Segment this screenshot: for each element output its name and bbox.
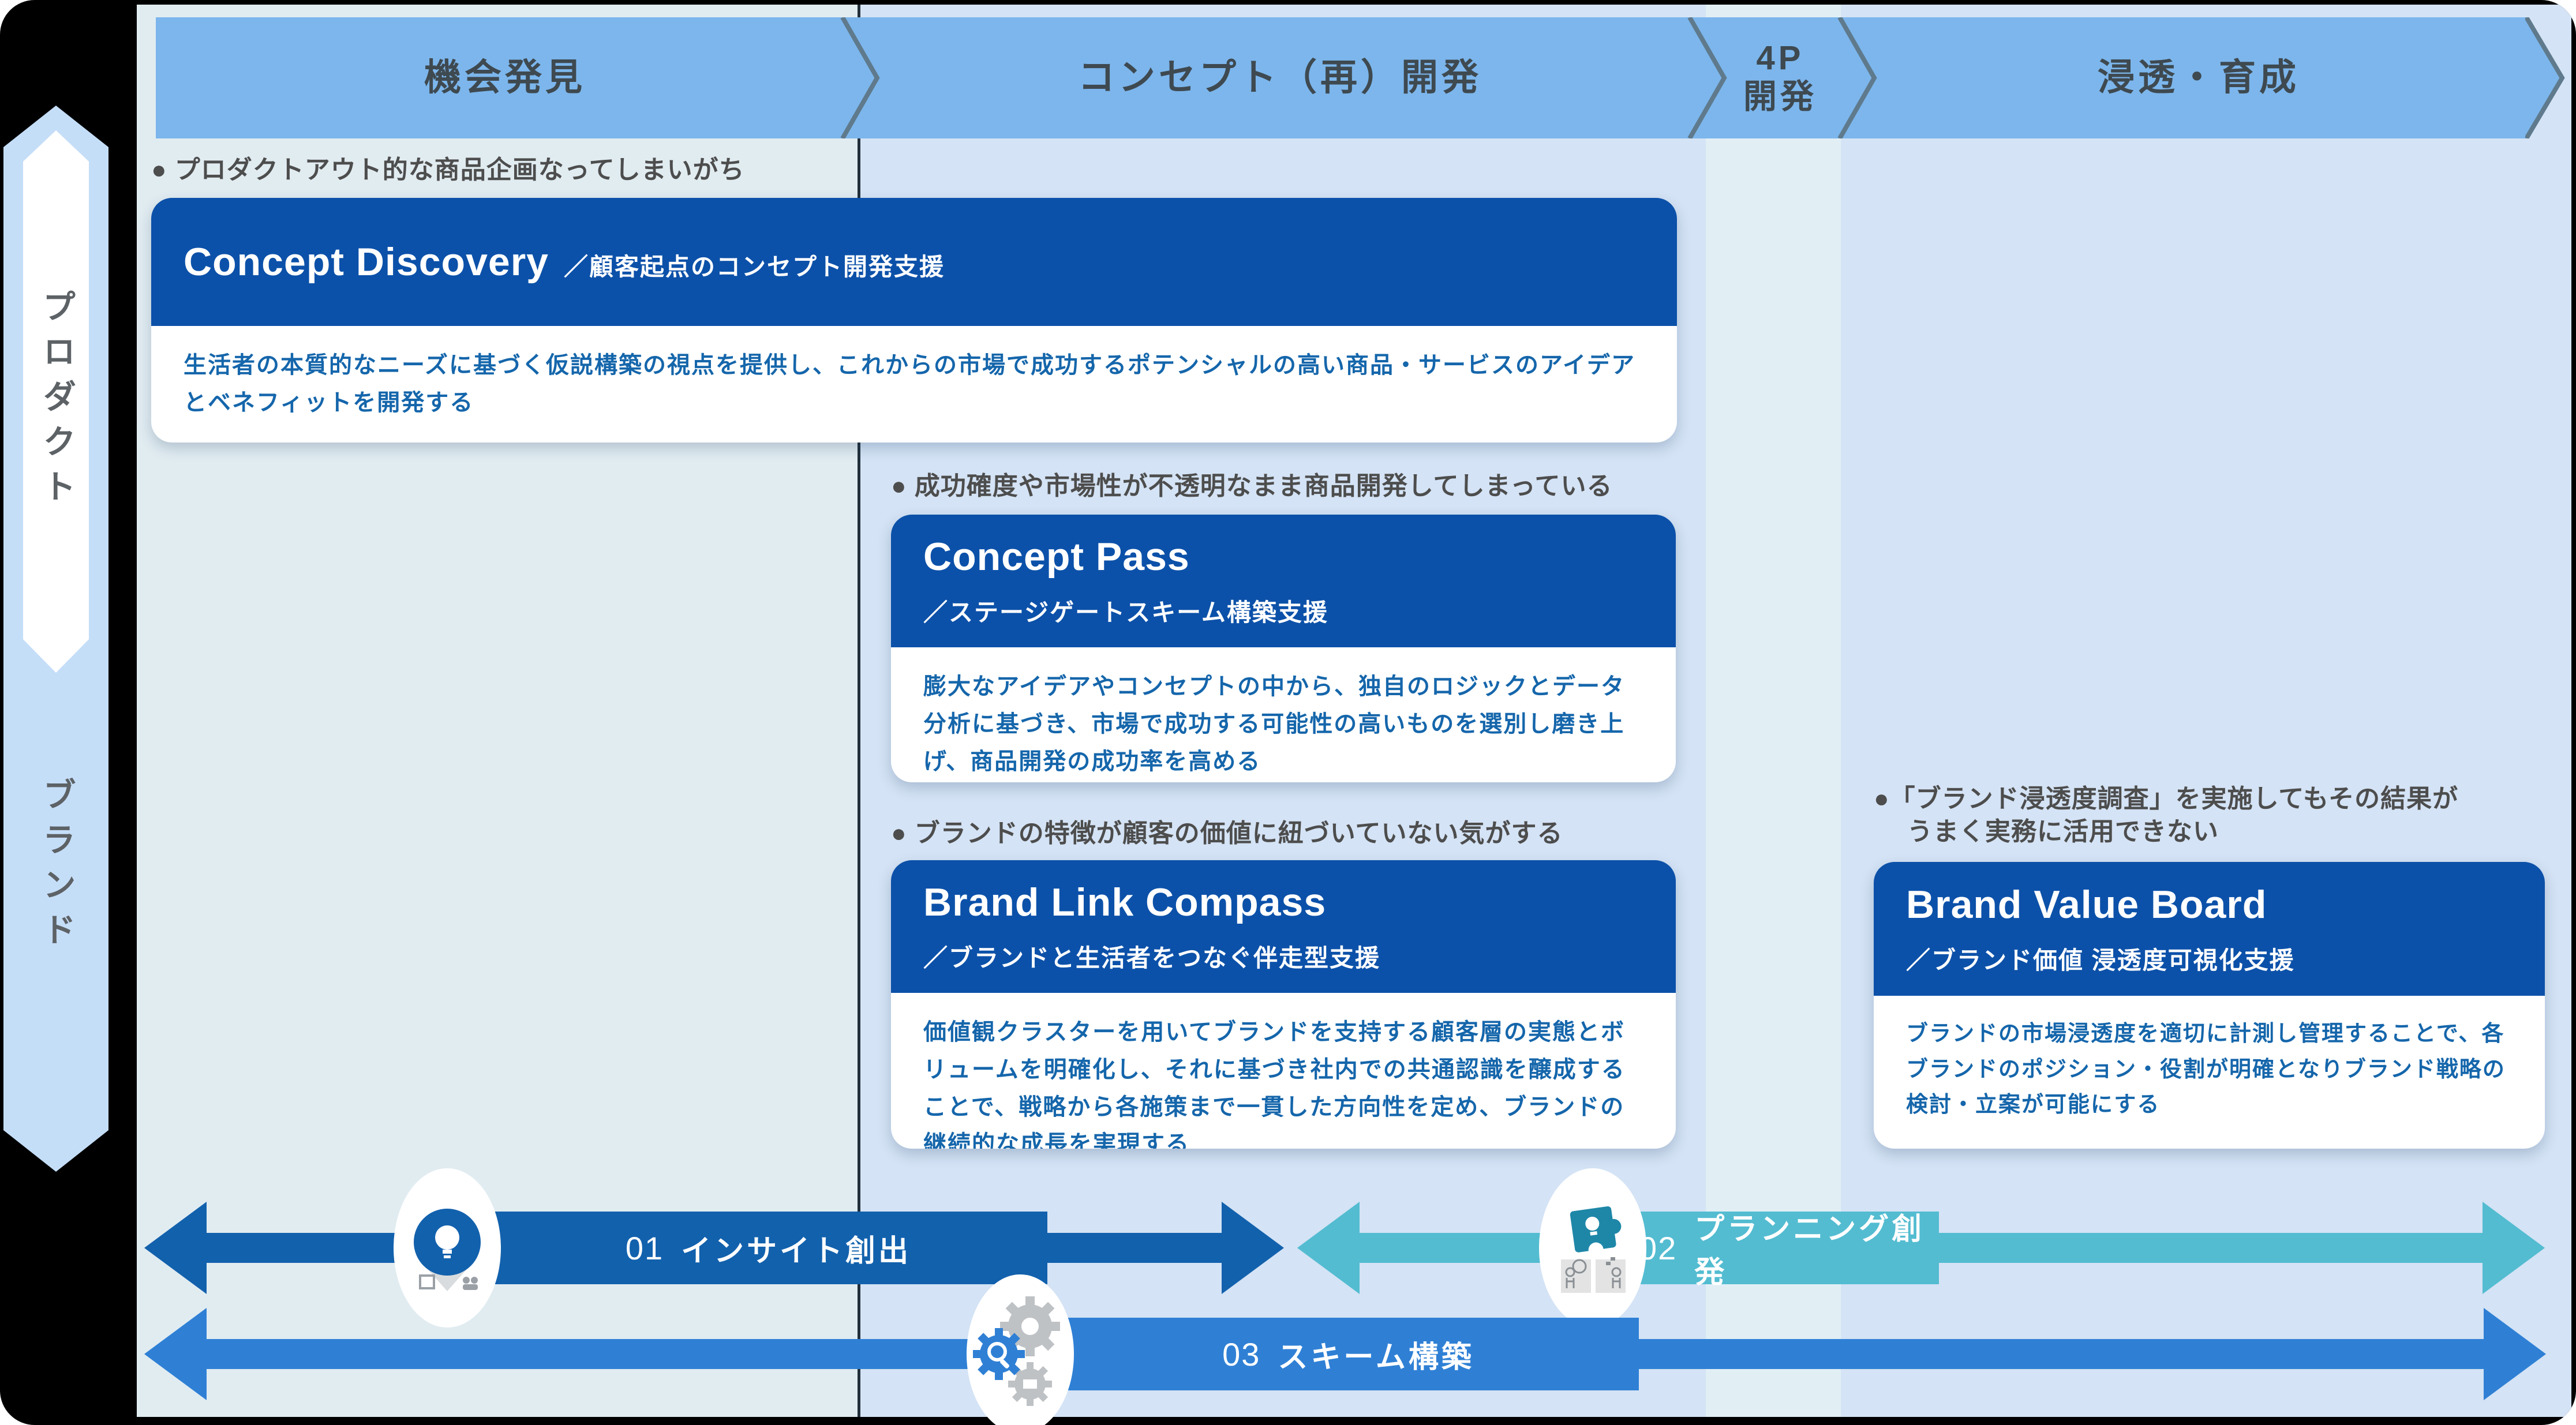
chevron-separator-icon xyxy=(1687,17,1727,138)
gears-magnifier-icon xyxy=(967,1274,1074,1425)
card-description: ブランドの市場浸透度を適切に計測し管理することで、各ブランドのポジション・役割が… xyxy=(1906,1022,2506,1118)
card-title: Concept Pass xyxy=(923,534,1190,579)
card-header: Concept Discovery ／顧客起点のコンセプト開発支援 xyxy=(151,198,1677,326)
chevron-tip-icon xyxy=(2525,17,2565,138)
phase-label: 浸透・育成 xyxy=(2098,57,2300,99)
card-description: 膨大なアイデアやコンセプトの中から、独自のロジックとデータ分析に基づき、市場で成… xyxy=(923,674,1625,774)
side-banner: プロダクト ブランド xyxy=(3,106,108,1172)
card-concept-discovery: Concept Discovery ／顧客起点のコンセプト開発支援 生活者の本質… xyxy=(151,198,1677,442)
side-banner-product-area: プロダクト xyxy=(23,130,89,673)
phase-label: 機会発見 xyxy=(424,57,586,99)
card-subtitle: ／顧客起点のコンセプト開発支援 xyxy=(563,253,945,280)
card-title: Brand Value Board xyxy=(1906,882,2267,927)
side-banner-brand-area: ブランド xyxy=(3,706,108,1029)
phase-penetration: 浸透・育成 xyxy=(1968,17,2429,138)
card-header: Concept Pass ／ステージゲートスキーム構築支援 xyxy=(891,515,1676,647)
column-4p-bg xyxy=(1706,5,1841,1417)
card-subtitle: ／ブランド価値 浸透度可視化支援 xyxy=(1906,946,2295,974)
row-label-product: プロダクト xyxy=(38,289,75,514)
puzzle-people-icon xyxy=(1539,1168,1646,1327)
pain-point-uncertain-success: ● 成功確度や市場性が不透明なまま商品開発してしまっている xyxy=(891,472,1613,500)
phase-opportunity: 機会発見 xyxy=(274,17,736,138)
phase-label: コンセプト（再）開発 xyxy=(1078,57,1482,99)
step-01-insight-label: 01 インサイト創出 xyxy=(489,1212,1047,1284)
pain-point-penetration-survey: ●「ブランド浸透度調査」を実施してもその結果がうまく実務に活用できない xyxy=(1874,785,2459,846)
card-brand-value-board: Brand Value Board ／ブランド価値 浸透度可視化支援 ブランドの… xyxy=(1874,862,2545,1149)
card-subtitle: ／ブランドと生活者をつなぐ伴走型支援 xyxy=(923,944,1381,972)
card-header: Brand Value Board ／ブランド価値 浸透度可視化支援 xyxy=(1874,862,2545,996)
row-label-brand: ブランド xyxy=(38,777,75,957)
phase-header-band xyxy=(156,17,2562,138)
chevron-separator-icon xyxy=(840,17,880,138)
chevron-separator-icon xyxy=(1837,17,1877,138)
card-title: Concept Discovery xyxy=(184,240,549,284)
lightbulb-icon xyxy=(394,1168,501,1327)
step-02-planning-label: 02 プランニング創発 xyxy=(1639,1212,1939,1289)
card-brand-link-compass: Brand Link Compass ／ブランドと生活者をつなぐ伴走型支援 価値… xyxy=(891,860,1676,1149)
column-divider-line xyxy=(858,5,860,1417)
step-03-scheme-label: 03 スキーム構築 xyxy=(1058,1318,1639,1390)
card-title: Brand Link Compass xyxy=(923,880,1327,924)
card-subtitle: ／ステージゲートスキーム構築支援 xyxy=(923,598,1328,626)
phase-concept-redev: コンセプト（再）開発 xyxy=(1049,17,1511,138)
pain-point-product-out: ● プロダクトアウト的な商品企画なってしまいがち xyxy=(151,156,745,184)
card-description: 価値観クラスターを用いてブランドを支持する顧客層の実態とボリュームを明確化し、そ… xyxy=(923,1019,1626,1149)
card-header: Brand Link Compass ／ブランドと生活者をつなぐ伴走型支援 xyxy=(891,860,1676,993)
card-description: 生活者の本質的なニーズに基づく仮説構築の視点を提供し、これからの市場で成功するポ… xyxy=(184,352,1635,415)
card-concept-pass: Concept Pass ／ステージゲートスキーム構築支援 膨大なアイデアやコン… xyxy=(891,515,1676,782)
column-penetration-bg xyxy=(1841,5,2571,1417)
phase-label: 4P xyxy=(1756,39,1804,77)
pain-point-brand-value-link: ● ブランドの特徴が顧客の価値に紐づいていない気がする xyxy=(891,819,1563,847)
